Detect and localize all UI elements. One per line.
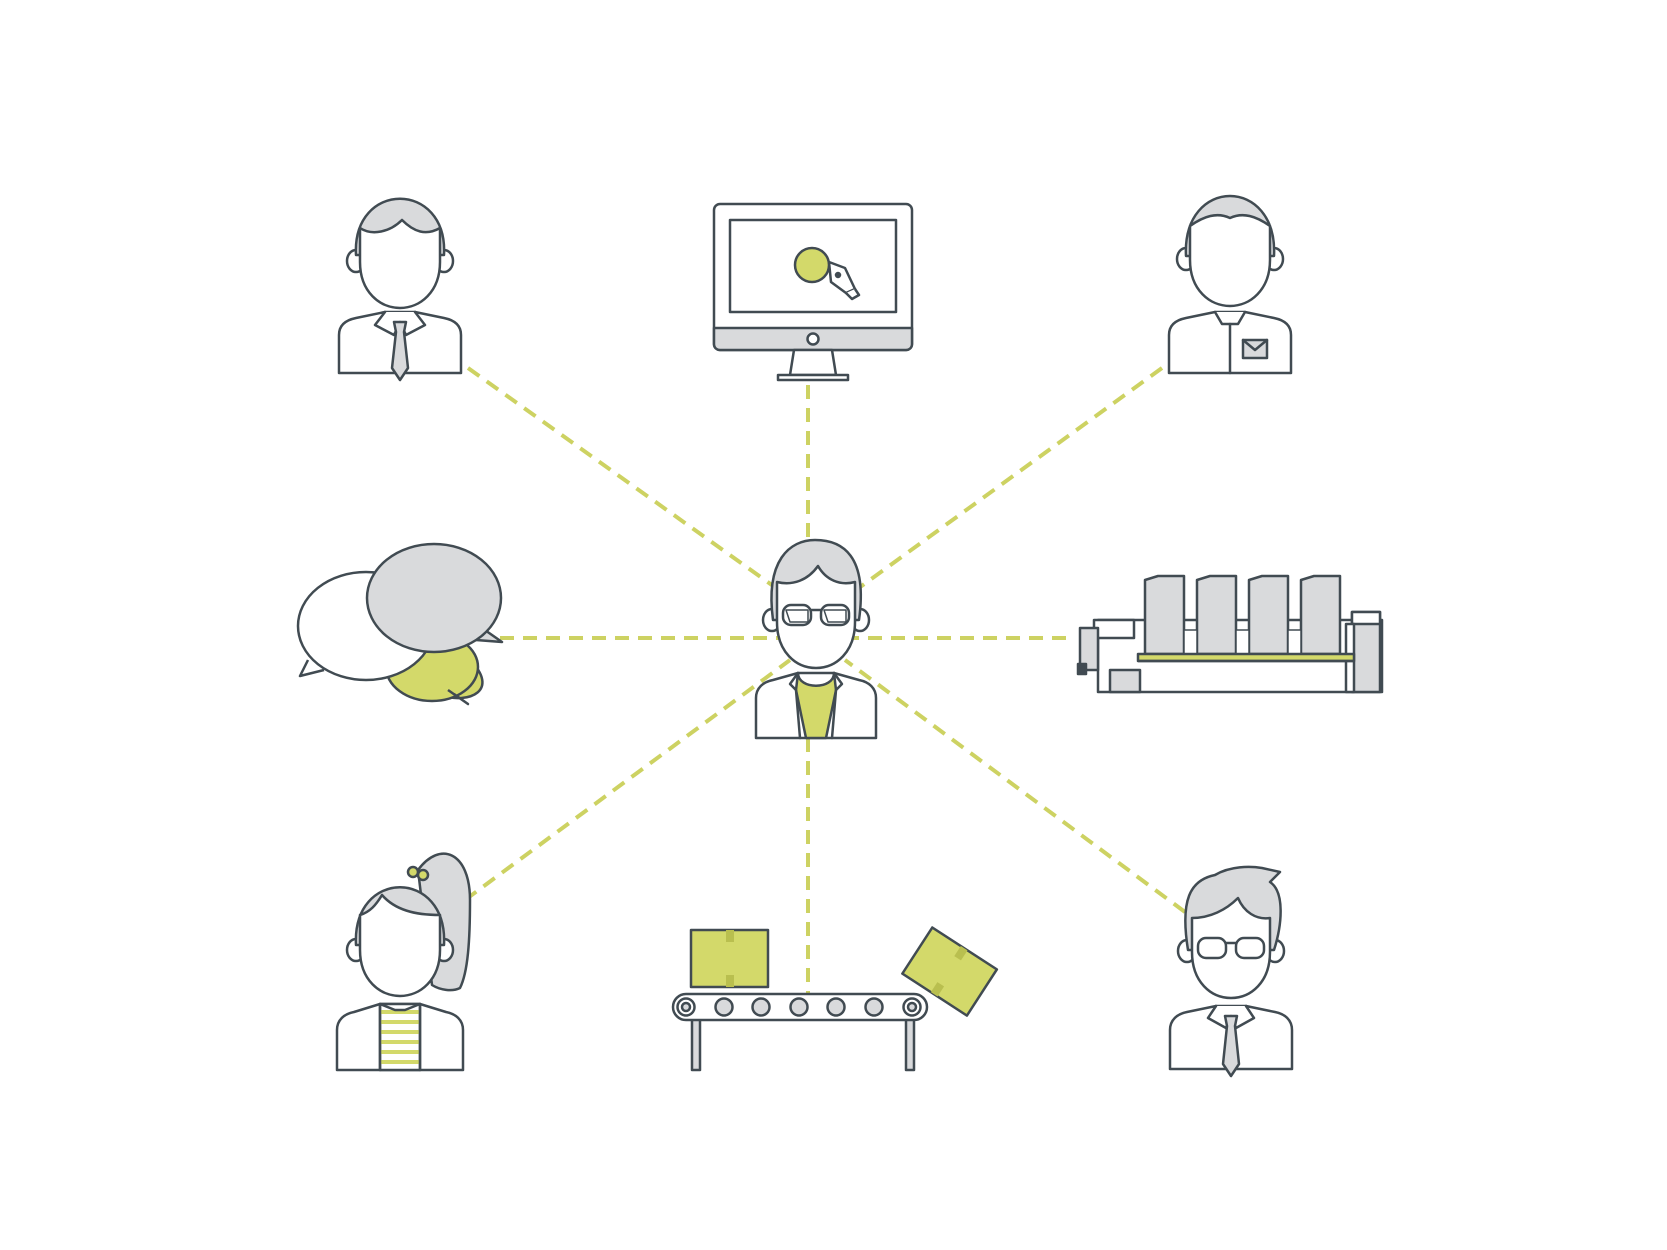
printing-press-icon bbox=[1076, 574, 1384, 694]
postal-worker-icon bbox=[1167, 194, 1293, 375]
connector-postal-worker bbox=[843, 366, 1164, 600]
engineer-hub-icon bbox=[754, 538, 878, 740]
woman-ponytail-icon bbox=[335, 852, 472, 1072]
man-glasses-tie-icon bbox=[1168, 865, 1294, 1078]
glasses-right-icon bbox=[1234, 936, 1266, 960]
connector-lines bbox=[463, 366, 1187, 1000]
computer-monitor-icon bbox=[712, 202, 914, 382]
glasses-left-icon bbox=[1196, 936, 1228, 960]
manager-with-tie-icon bbox=[337, 197, 463, 382]
conveyor-belt-icon bbox=[671, 926, 999, 1072]
connector-manager bbox=[466, 366, 792, 600]
design-circle-icon bbox=[793, 246, 831, 284]
connector-man-glasses bbox=[843, 658, 1187, 914]
connector-woman bbox=[463, 658, 792, 902]
speech-bubbles-icon bbox=[296, 542, 504, 706]
striped-shirt bbox=[380, 1010, 420, 1064]
